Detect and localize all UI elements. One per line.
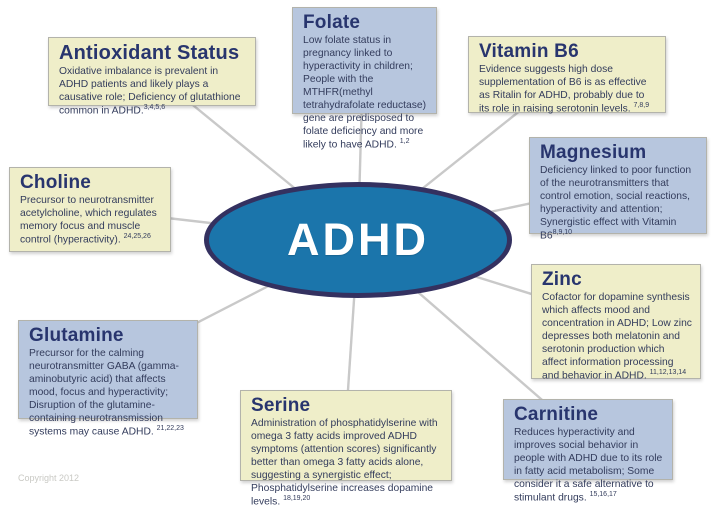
node-body: Reduces hyperactivity and improves socia… xyxy=(514,426,663,504)
node-body: Deficiency linked to poor function of th… xyxy=(540,164,692,242)
node-title: Glutamine xyxy=(29,325,124,346)
node-body: Precursor to neurotransmitter acetylchol… xyxy=(20,194,157,246)
node-title: Serine xyxy=(251,395,311,416)
node-body: Administration of phosphatidylserine wit… xyxy=(251,417,438,508)
node-vitamin-b6: Vitamin B6 Evidence suggests high dose s… xyxy=(468,36,666,115)
reference-numbers: 15,16,17 xyxy=(589,491,617,499)
reference-numbers: 24,25,26 xyxy=(123,233,151,241)
reference-numbers: 21,22,23 xyxy=(156,425,184,433)
node-body: Oxidative imbalance is prevalent in ADHD… xyxy=(59,66,241,117)
center-node-adhd: ADHD xyxy=(204,182,512,298)
node-glutamine: Glutamine Precursor for the calming neur… xyxy=(18,320,198,438)
node-title: Choline xyxy=(20,172,92,193)
node-zinc: Zinc Cofactor for dopamine synthesis whi… xyxy=(531,264,701,382)
node-title: Vitamin B6 xyxy=(479,41,579,62)
node-title: Zinc xyxy=(542,269,582,290)
node-body: Low folate status in pregnancy linked to… xyxy=(303,34,427,151)
node-title: Folate xyxy=(303,12,361,33)
node-carnitine: Carnitine Reduces hyperactivity and impr… xyxy=(503,399,673,504)
node-magnesium: Magnesium Deficiency linked to poor func… xyxy=(529,137,707,242)
node-title: Carnitine xyxy=(514,404,599,425)
center-node-label: ADHD xyxy=(287,214,429,265)
node-antioxidant-status: Antioxidant Status Oxidative imbalance i… xyxy=(48,37,256,117)
reference-numbers: 11,12,13,14 xyxy=(649,369,687,377)
node-folate: Folate Low folate status in pregnancy li… xyxy=(292,7,437,151)
node-title: Antioxidant Status xyxy=(59,42,240,64)
reference-numbers: 7,8,9 xyxy=(633,102,650,110)
node-body: Precursor for the calming neurotransmitt… xyxy=(29,347,184,438)
reference-numbers: 18,19,20 xyxy=(283,495,311,503)
reference-numbers: 1,2 xyxy=(399,138,410,146)
node-choline: Choline Precursor to neurotransmitter ac… xyxy=(9,167,171,252)
reference-numbers: 8,9,10 xyxy=(552,229,573,237)
node-body: Cofactor for dopamine synthesis which af… xyxy=(542,291,692,382)
copyright-text: Copyright 2012 xyxy=(18,473,80,483)
node-title: Magnesium xyxy=(540,142,647,163)
node-serine: Serine Administration of phosphatidylser… xyxy=(240,390,452,508)
reference-numbers: 3,4,5,6 xyxy=(143,104,166,112)
node-body: Evidence suggests high dose supplementat… xyxy=(479,63,650,115)
